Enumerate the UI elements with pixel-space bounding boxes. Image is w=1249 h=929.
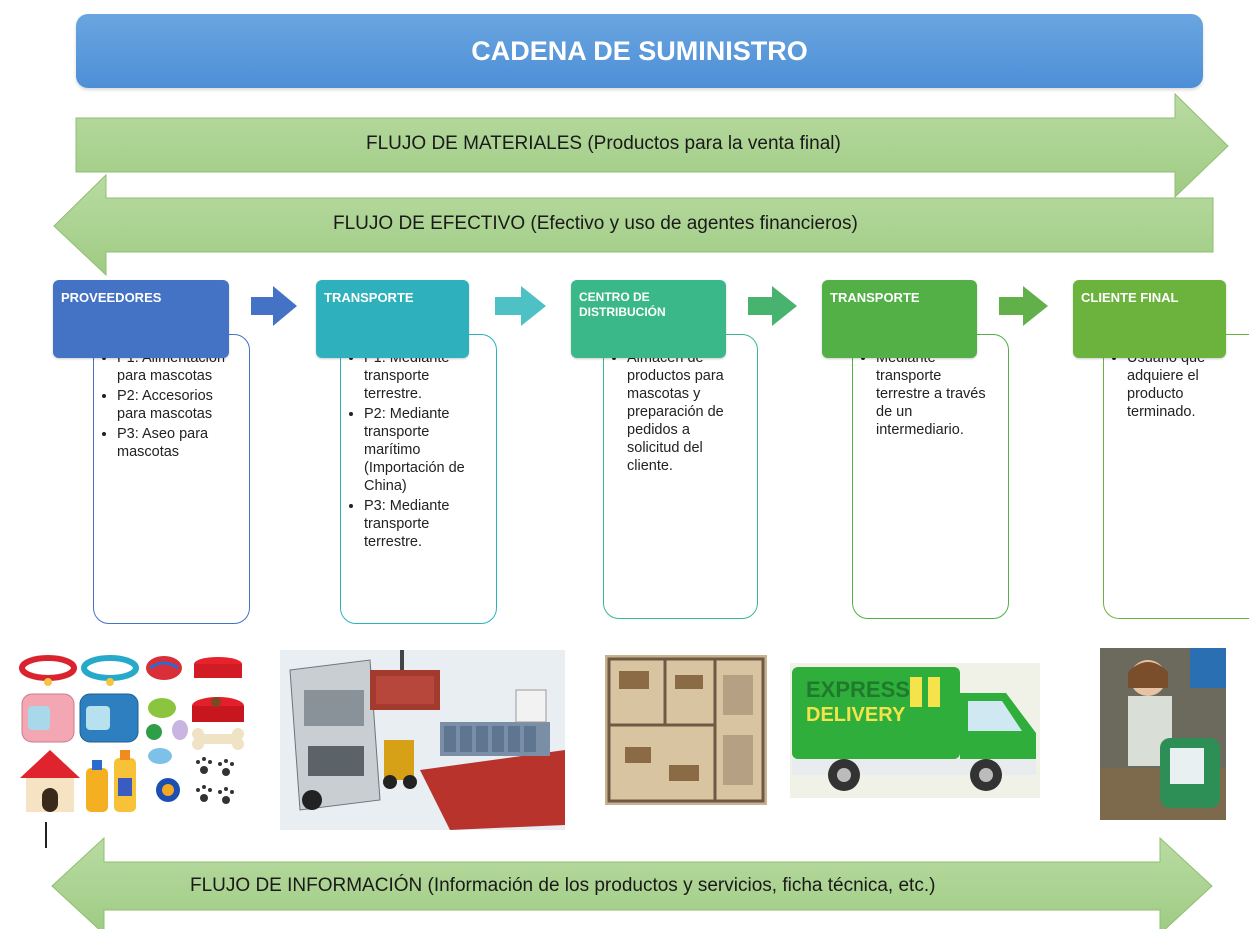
stage-transport-1-box: P1: Mediante transporte terrestre. P2: M… — [340, 334, 497, 624]
page-title: CADENA DE SUMINISTRO — [76, 14, 1203, 88]
stage-client-box: Usuario que adquiere el producto termina… — [1103, 334, 1249, 619]
transport-image — [280, 650, 565, 830]
stage-distribution-title: CENTRO DE DISTRIBUCIÓN — [571, 280, 726, 358]
connector-arrow-1 — [251, 286, 297, 326]
delivery-text-1: EXPRESS — [806, 677, 910, 702]
information-flow-label: FLUJO DE INFORMACIÓN (Información de los… — [190, 875, 936, 896]
stage-providers-box: P1: Alimentación para mascotas P2: Acces… — [93, 334, 250, 624]
distribution-center-image — [605, 655, 767, 805]
text-cursor — [45, 822, 47, 848]
pet-products-image — [19, 655, 244, 812]
stage-providers-title: PROVEEDORES — [53, 280, 229, 358]
materials-flow-label: FLUJO DE MATERIALES (Productos para la v… — [366, 133, 841, 154]
delivery-text-2: DELIVERY — [806, 704, 906, 726]
stage-item: Usuario que adquiere el producto termina… — [1127, 349, 1237, 421]
connector-arrow-4 — [999, 286, 1048, 326]
information-flow-arrow — [51, 836, 1213, 929]
stage-transport-2-box: Mediante transporte terrestre a través d… — [852, 334, 1009, 619]
stage-item: P2: Accesorios para mascotas — [117, 387, 237, 423]
stage-distribution-box: Almacén de productos para mascotas y pre… — [603, 334, 758, 619]
stage-item: P2: Mediante transporte marítimo (Import… — [364, 405, 484, 495]
customer-photo — [1100, 648, 1226, 820]
cash-flow-label: FLUJO DE EFECTIVO (Efectivo y uso de age… — [333, 213, 858, 234]
connector-arrow-3 — [748, 286, 797, 326]
stage-item: P3: Mediante transporte terrestre. — [364, 497, 484, 551]
stage-client-title: CLIENTE FINAL — [1073, 280, 1226, 358]
stage-item: P3: Aseo para mascotas — [117, 425, 237, 461]
cash-flow-arrow — [53, 173, 1214, 277]
stage-transport-2-title: TRANSPORTE — [822, 280, 977, 358]
connector-arrow-2 — [495, 286, 546, 326]
stage-item: Mediante transporte terrestre a través d… — [876, 349, 996, 439]
materials-flow-arrow — [75, 92, 1229, 199]
stage-item: Almacén de productos para mascotas y pre… — [627, 349, 745, 475]
delivery-truck-image: EXPRESS DELIVERY — [790, 663, 1040, 798]
stage-transport-1-title: TRANSPORTE — [316, 280, 469, 358]
